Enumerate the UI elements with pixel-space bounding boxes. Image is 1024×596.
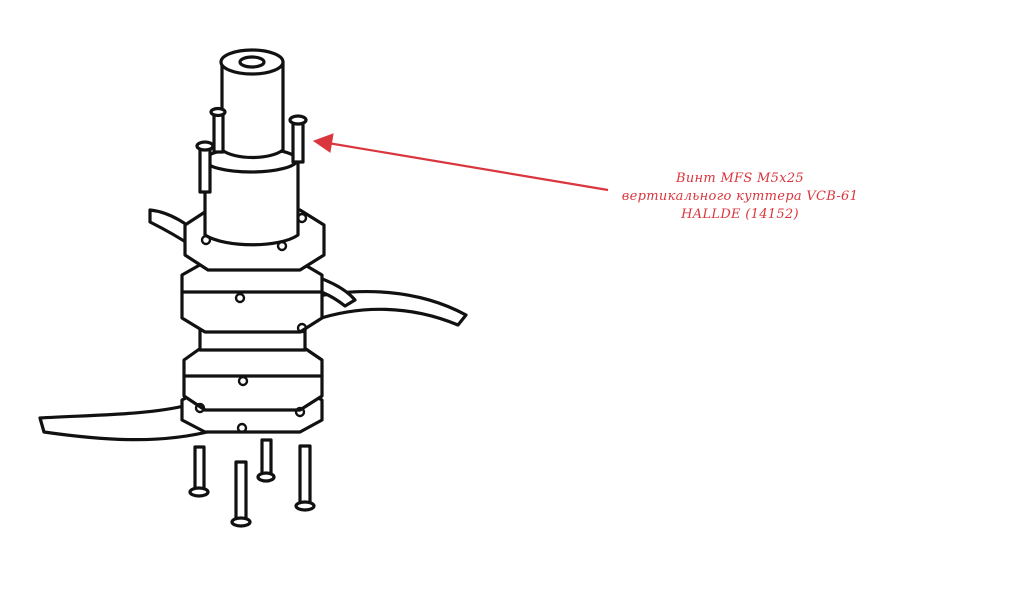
bottom-screw-1 bbox=[193, 445, 206, 491]
upper-screw-back bbox=[212, 110, 225, 154]
middle-octagon-nut bbox=[180, 260, 324, 334]
callout-arrow bbox=[312, 133, 609, 192]
callout-line-1: Винт MFS M5x25 bbox=[676, 171, 804, 186]
bottom-screw-4 bbox=[298, 444, 312, 506]
upper-screw-right bbox=[291, 118, 305, 164]
bottom-screw-2 bbox=[234, 460, 248, 522]
callout-line-3: HALLDE (14152) bbox=[681, 207, 799, 222]
callout-line-2: вертикального куттера VCB-61 bbox=[621, 189, 859, 204]
upper-blade-right bbox=[298, 289, 468, 327]
upper-screw-left bbox=[198, 144, 212, 194]
bottom-screw-3 bbox=[260, 438, 273, 478]
part-callout-label: Винт MFS M5x25 вертикального куттера VCB… bbox=[560, 170, 920, 224]
shaft-tube bbox=[220, 60, 285, 160]
